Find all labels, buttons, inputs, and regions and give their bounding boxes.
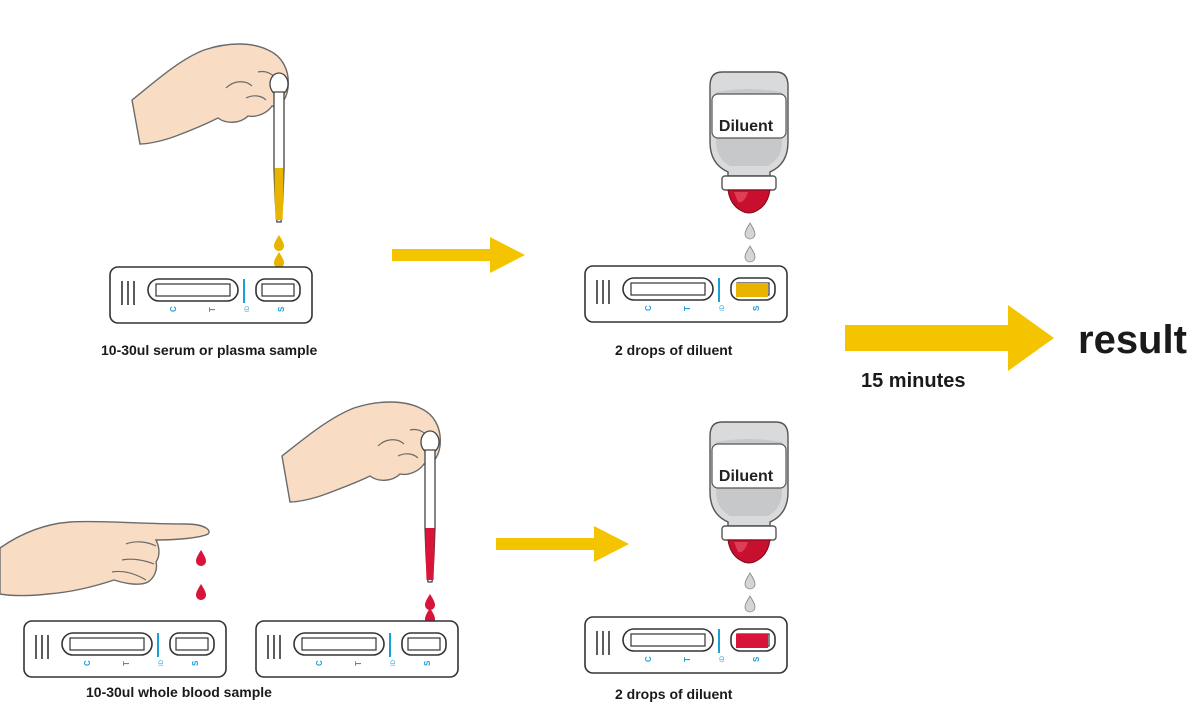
- svg-text:T: T: [208, 307, 217, 312]
- top-arrow: [392, 237, 525, 273]
- result-arrow: [845, 305, 1054, 371]
- svg-text:T: T: [683, 306, 692, 311]
- svg-text:C: C: [644, 305, 653, 311]
- svg-text:S: S: [752, 656, 761, 662]
- time-caption: 15 minutes: [861, 370, 966, 392]
- top-hand: [131, 43, 289, 145]
- top-pipette: [269, 72, 289, 223]
- bottom-left-cassette-labels: C T ID S: [83, 659, 200, 666]
- svg-text:C: C: [315, 660, 324, 666]
- bottom-diluent-caption: 2 drops of diluent: [615, 686, 733, 702]
- pipette-blood-drops: [425, 594, 435, 624]
- svg-text:T: T: [122, 661, 131, 666]
- top-sample-caption: 10-30ul serum or plasma sample: [101, 342, 318, 358]
- svg-text:S: S: [277, 306, 286, 312]
- top-diluent-drops: [744, 222, 756, 263]
- svg-text:S: S: [191, 660, 200, 666]
- finger-blood-drops: [196, 550, 206, 600]
- svg-text:C: C: [83, 660, 92, 666]
- svg-text:C: C: [169, 306, 178, 312]
- svg-text:T: T: [683, 657, 692, 662]
- top-diluent-bottle: [709, 71, 789, 214]
- top-left-cassette: [109, 266, 313, 324]
- finger-hand: [0, 520, 210, 597]
- svg-text:ID: ID: [391, 659, 397, 666]
- svg-text:ID: ID: [159, 659, 165, 666]
- bottom-right-cassette-labels: C T ID S: [644, 655, 761, 662]
- top-diluent-caption: 2 drops of diluent: [615, 342, 733, 358]
- svg-text:S: S: [752, 305, 761, 311]
- svg-text:C: C: [644, 656, 653, 662]
- result-caption: result: [1078, 318, 1187, 362]
- bottom-sample-caption: 10-30ul whole blood sample: [86, 684, 272, 700]
- bottom-left-cassette: [23, 620, 227, 678]
- top-bottle-label: Diluent: [719, 118, 774, 135]
- bottom-bottle-label: Diluent: [719, 468, 774, 485]
- bottom-pipette: [420, 430, 440, 583]
- bottom-hand: [281, 401, 441, 503]
- top-left-cassette-labels: C T ID S: [169, 305, 286, 312]
- bottom-diluent-drops: [744, 572, 756, 613]
- bottom-diluent-bottle: [709, 421, 789, 564]
- top-serum-drops: [274, 235, 284, 268]
- svg-text:S: S: [423, 660, 432, 666]
- top-right-cassette-labels: C T ID S: [644, 304, 761, 311]
- bottom-middle-cassette-labels: C T ID S: [315, 659, 432, 666]
- svg-text:T: T: [354, 661, 363, 666]
- top-right-sample-well-serum: [736, 283, 768, 297]
- svg-text:ID: ID: [245, 305, 251, 312]
- bottom-right-sample-well-blood: [736, 634, 768, 648]
- bottom-arrow: [496, 526, 629, 562]
- bottom-middle-cassette: [255, 620, 459, 678]
- svg-text:ID: ID: [720, 655, 726, 662]
- svg-text:ID: ID: [720, 304, 726, 311]
